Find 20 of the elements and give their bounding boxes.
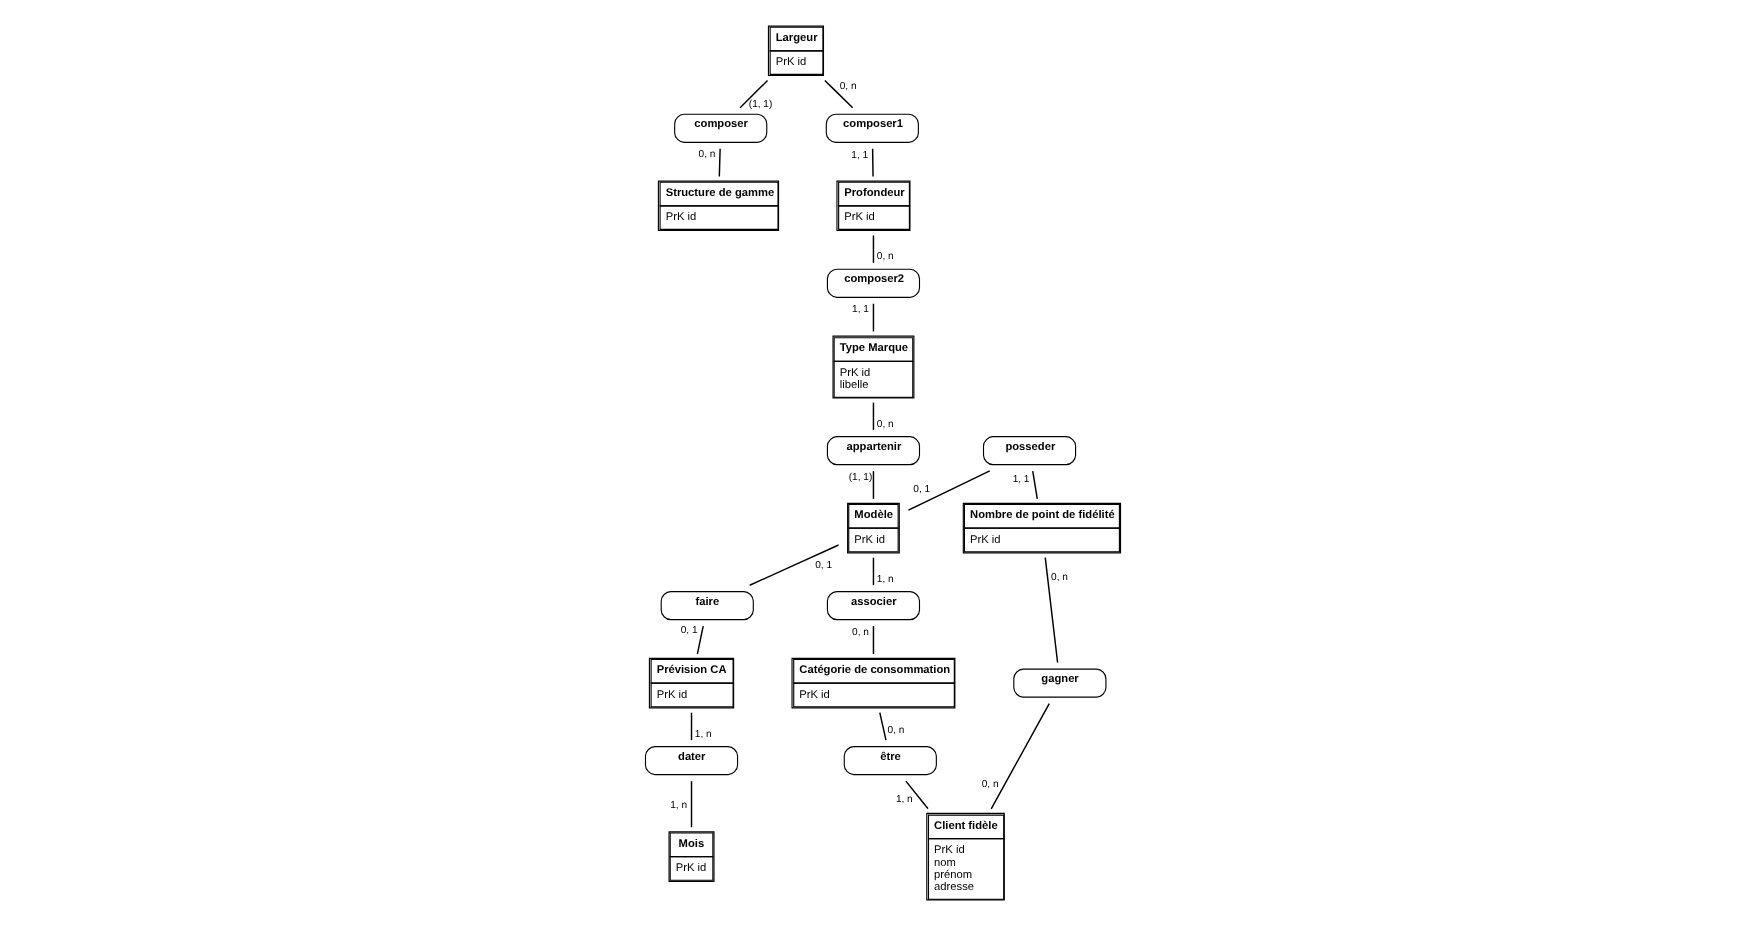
connector	[906, 470, 990, 511]
connector	[871, 234, 874, 264]
connector	[1043, 556, 1058, 664]
connector	[689, 711, 692, 741]
connector	[871, 401, 874, 431]
connector	[695, 625, 703, 655]
connector	[748, 544, 839, 586]
connector	[823, 79, 853, 109]
connector	[989, 702, 1049, 810]
connector	[878, 711, 886, 741]
connector	[871, 303, 874, 333]
connector	[738, 79, 768, 109]
connector	[904, 780, 928, 810]
connector	[871, 470, 874, 500]
connector	[871, 625, 874, 655]
connector	[871, 557, 874, 586]
connector	[717, 148, 720, 178]
connector	[870, 148, 873, 178]
connector	[689, 780, 692, 828]
connector	[1031, 470, 1037, 500]
